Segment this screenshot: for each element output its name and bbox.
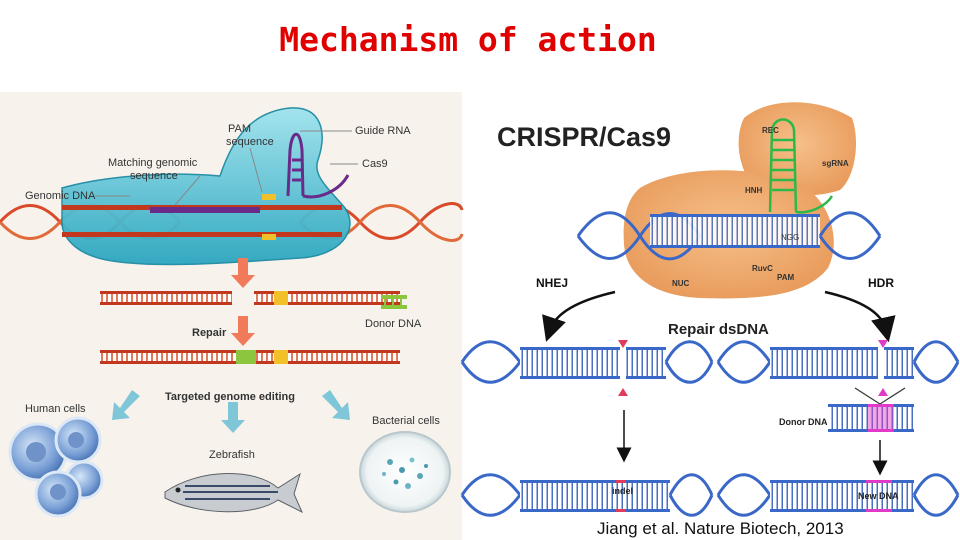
label-bacterial-cells: Bacterial cells xyxy=(372,415,440,427)
hdr-result-dna xyxy=(716,473,960,517)
label-donor-dna: Donor DNA xyxy=(365,318,422,330)
label-new-dna: New DNA xyxy=(858,491,899,501)
flow-arrows-left xyxy=(112,258,350,433)
bacterial-dish-illustration xyxy=(359,431,451,513)
label-hnh: HNH xyxy=(745,186,763,195)
arrow-hdr xyxy=(824,290,896,343)
label-nhej: NHEJ xyxy=(536,276,568,290)
label-repair: Repair xyxy=(192,327,227,339)
nhej-cut-dna xyxy=(460,340,714,396)
rec-lobe xyxy=(738,102,856,196)
zebrafish-illustration xyxy=(164,472,304,514)
slide-title: Mechanism of action xyxy=(279,20,657,59)
label-matching: Matching genomic xyxy=(108,157,198,169)
hdr-cut-dna xyxy=(716,340,960,396)
label-rec: REC xyxy=(762,126,779,135)
label-ngg: NGG xyxy=(781,233,799,242)
target-dna-helix xyxy=(576,211,882,261)
arrow-nhej xyxy=(542,290,616,342)
label-hdr: HDR xyxy=(868,276,894,290)
label-repair-dsdna: Repair dsDNA xyxy=(668,321,769,338)
label-genomic-dna: Genomic DNA xyxy=(25,190,96,202)
donor-dna-fragment xyxy=(381,295,407,309)
label-nuc: NUC xyxy=(672,279,690,288)
label-pam: PAM xyxy=(228,123,251,135)
dna-strand-bottom xyxy=(62,232,342,237)
repaired-dna-ladder xyxy=(100,350,400,364)
pam-marker-bottom xyxy=(262,234,276,240)
label-human-cells: Human cells xyxy=(25,403,86,415)
label-pam-sequence: sequence xyxy=(226,136,274,148)
hdr-donor-dna xyxy=(828,387,914,432)
crispr-title: CRISPR/Cas9 xyxy=(497,122,671,152)
guide-rna-hairpin xyxy=(286,132,305,197)
label-indel: indel xyxy=(612,486,633,496)
cut-dna-ladder xyxy=(100,290,400,307)
cas9-protein xyxy=(61,107,351,266)
sgrna-hairpin xyxy=(768,118,834,214)
nhej-result-dna xyxy=(460,473,714,517)
human-cells-illustration xyxy=(8,416,104,518)
label-donor-dna-right: Donor DNA xyxy=(779,417,828,427)
label-cas9: Cas9 xyxy=(362,158,388,170)
label-sgrna: sgRNA xyxy=(822,159,849,168)
guide-rna-pair xyxy=(150,207,260,213)
label-ruvc: RuvC xyxy=(752,264,773,273)
label-pam-right: PAM xyxy=(777,273,795,282)
label-matching-seq: sequence xyxy=(130,170,178,182)
label-targeted-editing: Targeted genome editing xyxy=(165,391,295,403)
citation: Jiang et al. Nature Biotech, 2013 xyxy=(597,519,844,538)
label-guide-rna: Guide RNA xyxy=(355,125,411,137)
label-zebrafish: Zebrafish xyxy=(209,449,255,461)
pam-marker xyxy=(262,194,276,200)
